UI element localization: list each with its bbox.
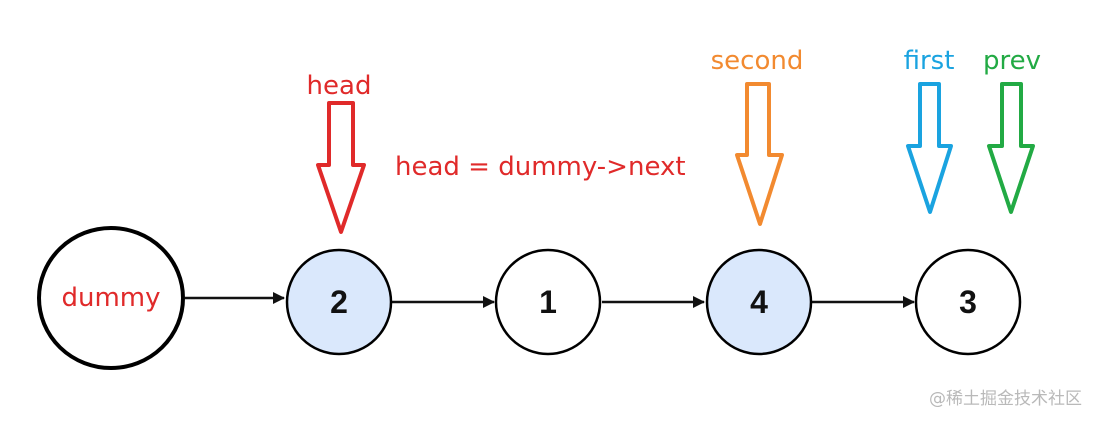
dummy-node-label: dummy bbox=[61, 283, 160, 313]
first-pointer-label: first bbox=[904, 46, 955, 76]
list-node-3-label: 3 bbox=[959, 284, 977, 320]
watermark: @稀土掘金技术社区 bbox=[929, 389, 1082, 409]
list-node-1 bbox=[494, 248, 602, 356]
first-pointer-arrow bbox=[906, 82, 953, 214]
annotation-head-assignment: head = dummy->next bbox=[395, 152, 686, 182]
list-node-1-label: 1 bbox=[539, 284, 557, 320]
list-node-2-label: 2 bbox=[330, 284, 348, 320]
dummy-node bbox=[37, 226, 185, 370]
list-node-3 bbox=[914, 248, 1022, 356]
list-node-2 bbox=[285, 248, 393, 356]
head-pointer-label: head bbox=[307, 71, 372, 101]
second-pointer-arrow bbox=[735, 82, 784, 226]
prev-pointer-label: prev bbox=[983, 46, 1041, 76]
prev-pointer-arrow bbox=[987, 82, 1035, 214]
second-pointer-label: second bbox=[711, 46, 804, 76]
list-node-4 bbox=[705, 248, 813, 356]
list-node-4-label: 4 bbox=[750, 284, 768, 320]
head-pointer-arrow bbox=[316, 101, 366, 234]
